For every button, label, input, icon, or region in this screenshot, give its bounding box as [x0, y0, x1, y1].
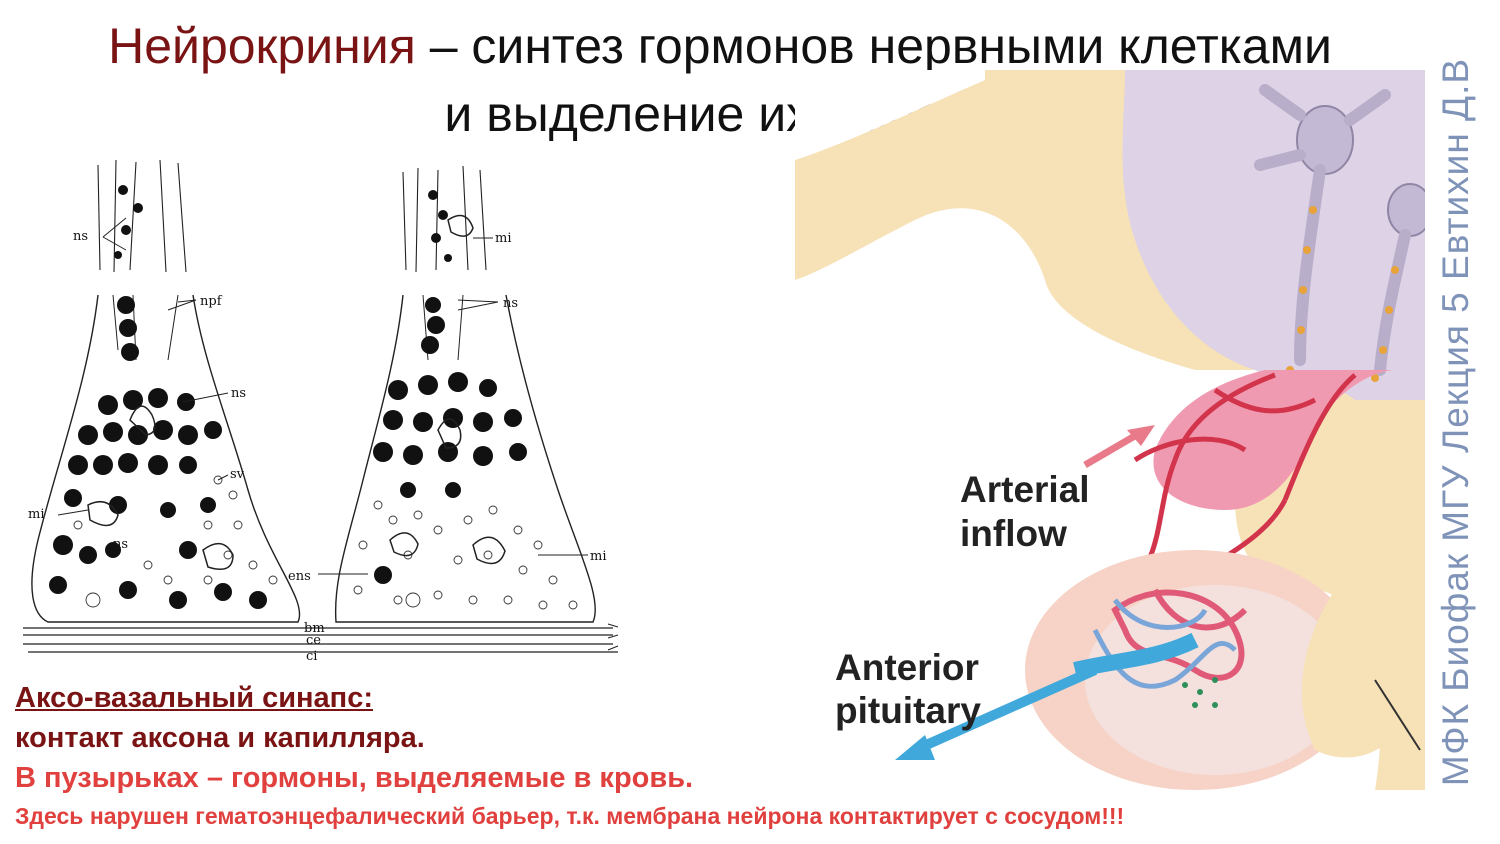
label-ns-a: ns — [73, 229, 88, 244]
label-ce: ce — [306, 633, 321, 648]
neuron-axons — [1254, 84, 1411, 376]
label-ns-c: ns — [113, 537, 128, 552]
label-pituitary: pituitary — [835, 690, 981, 731]
portal-vessels — [1123, 372, 1357, 593]
arterial-inflow-arrow — [1083, 425, 1155, 469]
label-ns-d: ns — [503, 296, 518, 311]
caption-vesicle-hormones: В пузырьках – гормоны, выделяемые в кров… — [15, 762, 694, 794]
outflow-arrow — [895, 665, 1098, 760]
pituitary-portal-illustration: Arterial inflow Anterior pituitary — [795, 70, 1425, 790]
label-mi-a: mi — [28, 507, 45, 522]
neurosecretory-granules-a — [49, 185, 267, 609]
mitochondria — [87, 214, 506, 570]
synaptic-vesicles — [73, 475, 578, 610]
side-note: МФК Биофак МГУ Лекция 5 Евтихин Д.В — [1418, 0, 1493, 844]
hormone-dots — [1182, 677, 1218, 708]
label-sv: sv — [230, 467, 245, 482]
label-anterior: Anterior — [835, 647, 979, 688]
axon-terminal-diagram: ns npf ns mi ns sv mi ns mi ens bm ce ci — [23, 160, 619, 664]
title-rest: – синтез гормонов нервными клетками — [415, 18, 1332, 74]
label-npf: npf — [200, 294, 223, 309]
label-ci: ci — [306, 649, 317, 664]
label-ns-b: ns — [231, 386, 246, 401]
label-mi-c: mi — [590, 549, 607, 564]
label-mi-b: mi — [495, 231, 512, 246]
neurosecretory-granules-b — [373, 190, 527, 584]
caption-axon-capillary: контакт аксона и капилляра. — [15, 722, 425, 754]
label-ens: ens — [288, 569, 311, 584]
caption-barrier-note: Здесь нарушен гематоэнцефалический барье… — [15, 803, 1125, 829]
title-line-1: Нейрокриния – синтез гормонов нервными к… — [0, 12, 1440, 80]
side-note-text: МФК Биофак МГУ Лекция 5 Евтихин Д.В — [1434, 57, 1476, 787]
posterior-lobe — [1301, 590, 1417, 758]
label-inflow: inflow — [960, 513, 1067, 554]
label-bm: bm — [304, 621, 325, 636]
label-arterial: Arterial — [960, 469, 1090, 510]
title-highlight: Нейрокриния — [108, 18, 416, 74]
caption-synapse-type: Аксо-вазальный синапс: — [15, 682, 373, 714]
hypophyseal-vein — [1073, 632, 1199, 678]
